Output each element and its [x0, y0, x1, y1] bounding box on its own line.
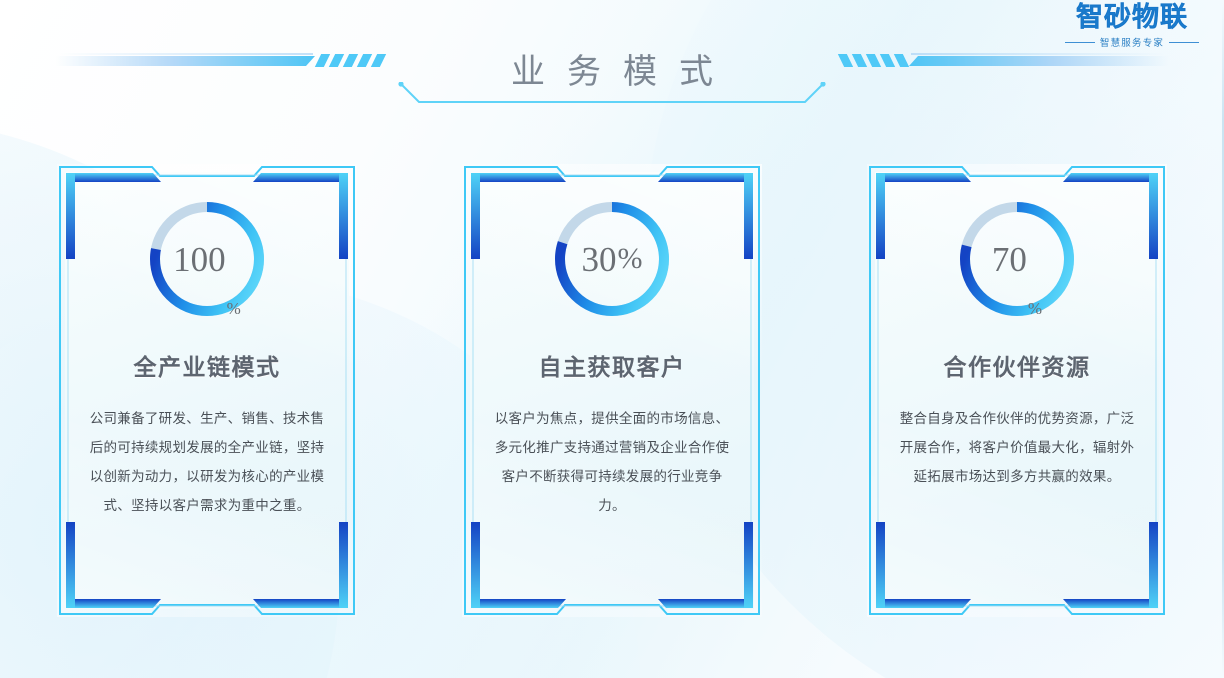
band-hairline-left — [58, 53, 313, 55]
card-row: 100 % 全产业链模式 公司兼备了研发、生产、销售、技术售后的可持续规划发展的… — [0, 164, 1224, 617]
logo-tagline-group: 智慧服务专家 — [1040, 35, 1224, 49]
band-bar-left — [55, 56, 315, 66]
logo-rule-right — [1169, 41, 1200, 43]
card-heading: 合作伙伴资源 — [943, 355, 1091, 380]
card-heading: 自主获取客户 — [538, 355, 686, 380]
donut-unit: % — [226, 299, 241, 318]
card-description: 以客户为焦点，提供全面的市场信息、多元化推广支持通过营销及企业合作使客户不断获得… — [494, 411, 730, 513]
logo-brand-text: 智砂物联 — [1076, 2, 1188, 32]
band-hairline-right — [911, 53, 1166, 55]
card-description: 整合自身及合作伙伴的优势资源，广泛开展合作，将客户价值最大化，辐射外延拓展市场达… — [899, 411, 1135, 484]
page-title: 业务模式 — [511, 54, 735, 91]
progress-donut: 30 % — [549, 196, 675, 322]
card-content: 70 % 合作伙伴资源 整合自身及合作伙伴的优势资源，广泛开展合作，将客户价值最… — [867, 164, 1167, 617]
donut-unit: % — [617, 242, 643, 275]
info-card[interactable]: 30 % 自主获取客户 以客户为焦点，提供全面的市场信息、多元化推广支持通过营销… — [462, 164, 762, 617]
donut-center-label: 30 % — [549, 196, 675, 322]
card-content: 100 % 全产业链模式 公司兼备了研发、生产、销售、技术售后的可持续规划发展的… — [57, 164, 357, 617]
donut-center-label: 70 % — [954, 196, 1080, 322]
right-edge-line — [1222, 0, 1224, 678]
title-underline-bracket — [397, 82, 827, 108]
card-heading: 全产业链模式 — [133, 355, 281, 380]
donut-value: 30 — [581, 239, 617, 279]
donut-value: 70 — [991, 239, 1027, 279]
card-description: 公司兼备了研发、生产、销售、技术售后的可持续规划发展的全产业链，坚持以创新为动力… — [89, 411, 325, 513]
logo-tagline-text: 智慧服务专家 — [1099, 38, 1165, 49]
company-logo: 智砂物联 智慧服务专家 — [1040, 0, 1224, 56]
progress-donut: 100 % — [144, 196, 270, 322]
donut-unit: % — [1027, 299, 1043, 318]
logo-rule-left — [1064, 41, 1095, 43]
info-card[interactable]: 70 % 合作伙伴资源 整合自身及合作伙伴的优势资源，广泛开展合作，将客户价值最… — [867, 164, 1167, 617]
donut-value: 100 — [173, 239, 226, 279]
band-bar-right — [909, 56, 1169, 66]
donut-center-label: 100 % — [144, 196, 270, 322]
progress-donut: 70 % — [954, 196, 1080, 322]
info-card[interactable]: 100 % 全产业链模式 公司兼备了研发、生产、销售、技术售后的可持续规划发展的… — [57, 164, 357, 617]
card-content: 30 % 自主获取客户 以客户为焦点，提供全面的市场信息、多元化推广支持通过营销… — [462, 164, 762, 617]
section-title-band: 业务模式 — [0, 38, 1224, 103]
